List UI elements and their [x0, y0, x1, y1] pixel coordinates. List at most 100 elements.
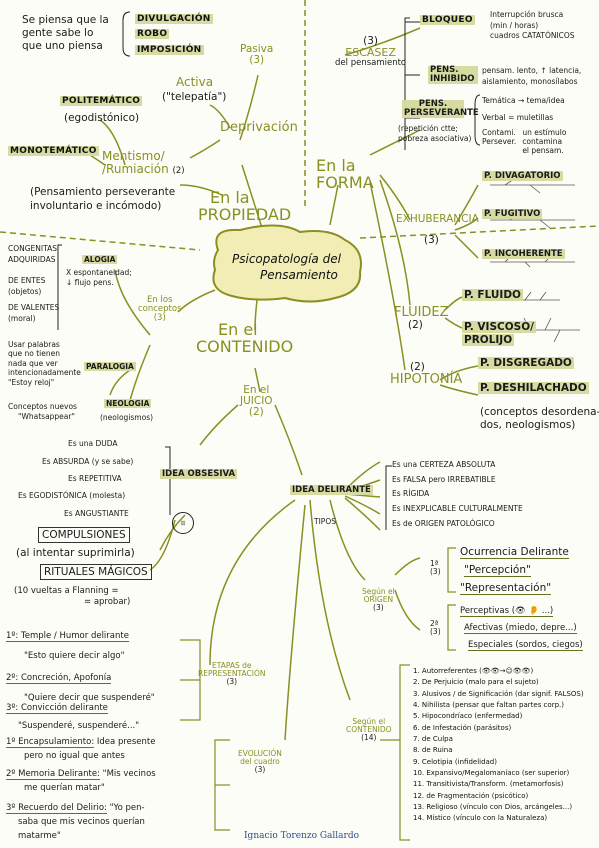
exuberancia-incoherente: P. INCOHERENTE [482, 249, 565, 259]
rituales-note-line: (10 vueltas a Flanning = [14, 586, 119, 596]
alogia-moral: (moral) [8, 313, 36, 323]
branch-juicio-line1: En el [243, 384, 270, 396]
link-hipotonia [369, 181, 406, 371]
perseverante-sub-line: (repetición ctte; [398, 124, 458, 133]
bracket-secundaria [447, 604, 456, 651]
politematico-text: POLITEMÁTICO [60, 96, 143, 106]
paralogia-note-line: nada que ver [8, 358, 58, 368]
origen-label: Según el ORIGEN (3) [362, 588, 395, 612]
branch-contenido: En el CONTENIDO [196, 321, 294, 356]
obsesiva-circle-icon: ⦂⦂ [172, 512, 194, 534]
center-title: Psicopatología del Pensamiento [232, 253, 341, 281]
inhibido-note-line: pensam. lento, ↑ latencia, [482, 66, 582, 75]
branch-forma-line1: En la [316, 156, 356, 175]
delirante-item: Es de ORIGEN PATOLÓGICO [392, 518, 495, 528]
evolucion-1-title: 1º Encapsulamiento: [6, 737, 95, 748]
branch-juicio: En el JUICIO (2) [240, 384, 273, 419]
paralogia-label: PARALOGIA [84, 362, 136, 371]
link-juicio [254, 367, 261, 393]
obsesiva-item: Es REPETITIVA [68, 474, 122, 483]
mentismo-line1: Mentismo/ [102, 149, 165, 163]
link-propiedad [241, 164, 263, 229]
pasiva-count: (3) [249, 54, 265, 67]
delirante-text: IDEA DELIRANTE [290, 485, 373, 495]
evolucion-2-title: 2º Memoria Delirante: [6, 769, 100, 780]
inhibido-text: PENS. INHIBIDO [428, 66, 478, 84]
branch-contenido-line2: CONTENIDO [196, 336, 294, 356]
center-title-line1: Psicopatología del [232, 252, 341, 266]
inhibido-note: pensam. lento, ↑ latencia, aislamiento, … [482, 66, 581, 87]
bloqueo-note-line: (min / horas) [490, 20, 539, 30]
paralogia-text: PARALOGIA [84, 362, 136, 371]
link-politematico [99, 119, 126, 166]
alogia-left2: DE ENTES (objetos) DE VALENTES (moral) [8, 276, 59, 324]
delirante-item: Es FALSA pero IRREBATIBLE [392, 474, 496, 484]
link-contenido-del [309, 499, 351, 701]
evolucion-line2: del cuadro [240, 756, 280, 766]
paralogia-note-line: intencionadamente [8, 368, 81, 378]
link-fluidez [379, 179, 411, 306]
secundaria-afectivas: Afectivas (miedo, depre...) [464, 623, 577, 634]
obsesiva-label: IDEA OBSESIVA [160, 469, 238, 479]
hipotonia-count: (2) [410, 361, 425, 373]
pasiva-items: DIVULGACIÓN ROBO IMPOSICIÓN [135, 12, 213, 58]
inhibido-note-line: aislamiento, monosílabos [482, 76, 578, 86]
perseverante-contam-note: contamina [522, 137, 563, 146]
evolucion-1-text: pero no igual que antes [24, 751, 125, 761]
evolucion-2-text: "Mis vecinos [102, 769, 156, 779]
evolucion-1-text: Idea presente [96, 737, 156, 747]
branch-propiedad-line1: En la [210, 188, 250, 207]
fluidez-text: FLUIDEZ [394, 305, 449, 320]
branch-propiedad-line2: PROPIEDAD [198, 204, 292, 224]
secundaria-perceptivas: Perceptivas (👁 👂 ...) [460, 606, 554, 617]
primaria-count: (3) [430, 566, 441, 576]
primaria-ocurrencia: Ocurrencia Delirante [460, 546, 569, 559]
compulsiones-text: COMPULSIONES [38, 527, 130, 543]
neologia-left-line: "Whatsappear" [18, 412, 75, 422]
branch-forma: En la FORMA [316, 156, 374, 192]
mentismo-note: (Pensamiento perseverante involuntario e… [30, 186, 175, 213]
contenido-del-item: 5. Hipocondríaco (enfermedad) [413, 712, 523, 721]
perseverante-contam-note: un estímulo [522, 128, 567, 137]
neologia-left-line: Conceptos nuevos [8, 402, 77, 411]
exuberancia-count: (3) [424, 234, 439, 247]
link-alogia [114, 269, 151, 336]
exuberancia-fugitivo: P. FUGITIVO [482, 209, 543, 219]
bracket-contenido [399, 664, 410, 841]
branch-juicio-count: (2) [248, 406, 264, 419]
center-title-line2: Pensamiento [260, 267, 338, 282]
fluidez-prolijo: PROLIJO [462, 334, 515, 346]
primaria-num: 1ª (3) [430, 560, 441, 576]
delirante-item: Es RÍGIDA [392, 489, 430, 499]
bloqueo-note-line: Interrupción brusca [490, 10, 564, 19]
hipotonia-deshilachado: P. DESHILACHADO [478, 382, 589, 395]
secundaria-label: 2ª [430, 619, 439, 628]
obsesiva-item: Es una DUDA [68, 439, 118, 448]
contenido-del-item: 1. Autorreferentes (👁👁→☺👁👁) [413, 667, 534, 675]
perseverante-sub: (repetición ctte; pobreza asociativa) [398, 124, 471, 144]
inhibido-label: PENS. INHIBIDO [428, 66, 478, 84]
link-fugitivo [454, 217, 479, 231]
perseverante-contam: Persever. [482, 137, 517, 146]
primaria-representacion: "Representación" [460, 581, 552, 595]
politematico-label: POLITEMÁTICO [60, 96, 143, 106]
hipotonia-text: HIPOTONÍA [390, 372, 463, 388]
pasiva-item-divulgacion: DIVULGACIÓN [135, 14, 213, 24]
contenido-del-item: 3. Alusivos / de Significación (dar sign… [413, 689, 584, 698]
paralogia-note-line: Usar palabras [8, 340, 60, 349]
perseverante-sub-line: pobreza asociativa) [398, 133, 472, 143]
rituales-note-line: = aprobar) [84, 597, 131, 608]
evolucion-count: (3) [254, 764, 266, 774]
etapa-3-quote: "Suspenderé, suspenderé..." [18, 721, 140, 731]
etapas-line1: ETAPAS de [211, 661, 252, 670]
branch-conceptos-line1: En los [147, 295, 173, 305]
contenido-del-item: 2. De Perjuicio (malo para el sujeto) [413, 678, 539, 687]
perseverante-tipos: Temática → tema/idea Verbal = muletillas… [482, 96, 567, 155]
link-paralogia [109, 369, 131, 396]
brace-obsesiva [165, 446, 171, 515]
contenido-del-item: 11. Transitivista/Transform. (metamorfos… [413, 780, 564, 789]
etapa-2-title: 2º: Concreción, Apofonía [6, 673, 112, 684]
brace-perseverante [474, 94, 481, 146]
rituales-note: (10 vueltas a Flanning = = aprobar) [14, 586, 130, 608]
brace-delirante [385, 465, 392, 530]
